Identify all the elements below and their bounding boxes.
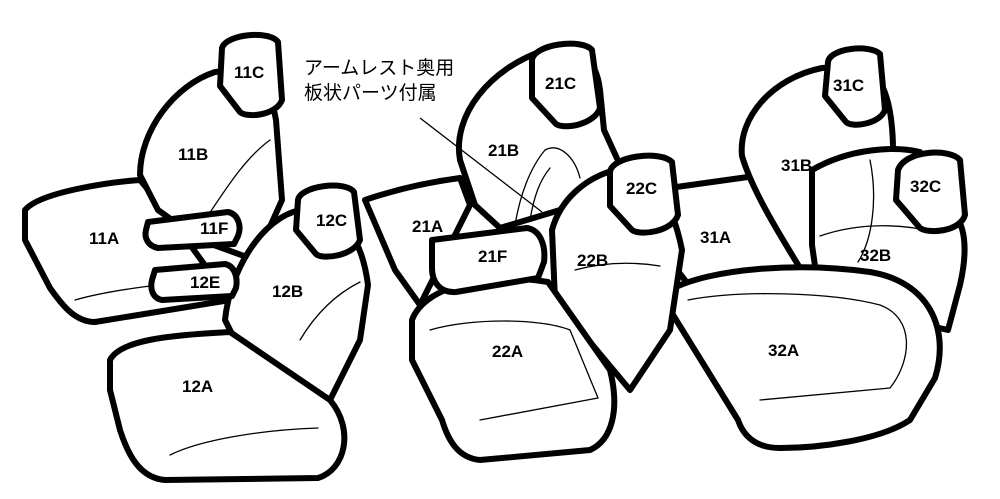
label-21f: 21F — [478, 247, 507, 266]
label-22b: 22B — [577, 251, 608, 270]
label-12b: 12B — [272, 282, 303, 301]
note-line-1: アームレスト奥用 — [304, 57, 455, 79]
label-21b: 21B — [488, 141, 519, 160]
armrest-12e — [148, 261, 240, 303]
seam-21b-inner — [514, 147, 581, 226]
label-22c: 22C — [626, 179, 657, 198]
headrest-32c — [893, 149, 968, 235]
seam-22a-inner — [429, 320, 599, 421]
seat-32a-cushion — [667, 264, 943, 451]
seam-12b-inner — [299, 281, 361, 341]
label-22a: 22A — [492, 342, 523, 361]
label-21c: 21C — [545, 74, 576, 93]
armrest-11f — [142, 209, 243, 251]
label-21a: 21A — [412, 217, 443, 236]
note-line-2: 板状パーツ付属 — [304, 82, 437, 104]
seam-21b-inner-2 — [529, 167, 551, 221]
third-row-seat-group — [652, 45, 968, 451]
headrest-21c — [529, 40, 603, 130]
label-12e: 12E — [190, 273, 220, 292]
note-leader-line — [419, 117, 543, 213]
seam-31b-inner — [857, 159, 875, 263]
headrest-22c — [607, 152, 681, 236]
headrest-12c — [293, 182, 363, 260]
seat-12a-cushion — [107, 329, 348, 483]
seam-11b-inner — [204, 139, 271, 221]
label-11a: 11A — [89, 229, 119, 248]
label-32b: 32B — [860, 246, 891, 265]
seam-22b-inner — [574, 262, 661, 271]
seat-11b-backrest — [137, 68, 285, 263]
armrest-back-plate-note: アームレスト奥用 板状パーツ付属 — [304, 56, 454, 106]
second-row-seat-group — [362, 40, 685, 463]
label-11b: 11B — [178, 145, 208, 164]
seam-12a-inner — [169, 427, 319, 456]
headrest-31c — [822, 45, 888, 128]
label-12a: 12A — [182, 377, 213, 396]
headrest-11c — [217, 31, 285, 119]
front-row-seat-group — [22, 31, 371, 483]
label-31a: 31A — [700, 228, 731, 247]
label-32a: 32A — [768, 341, 799, 360]
label-11f: 11F — [200, 219, 228, 238]
label-12c: 12C — [316, 211, 347, 230]
part-labels: 11C 11B 11A 11F 12E 12C 12B 12A 21C 21B … — [89, 63, 941, 396]
label-32c: 32C — [910, 177, 941, 196]
label-11c: 11C — [234, 63, 264, 82]
armrest-21f — [429, 225, 548, 296]
label-31c: 31C — [833, 76, 864, 95]
label-31b: 31B — [781, 156, 812, 175]
seam-32a-inner — [687, 293, 908, 401]
